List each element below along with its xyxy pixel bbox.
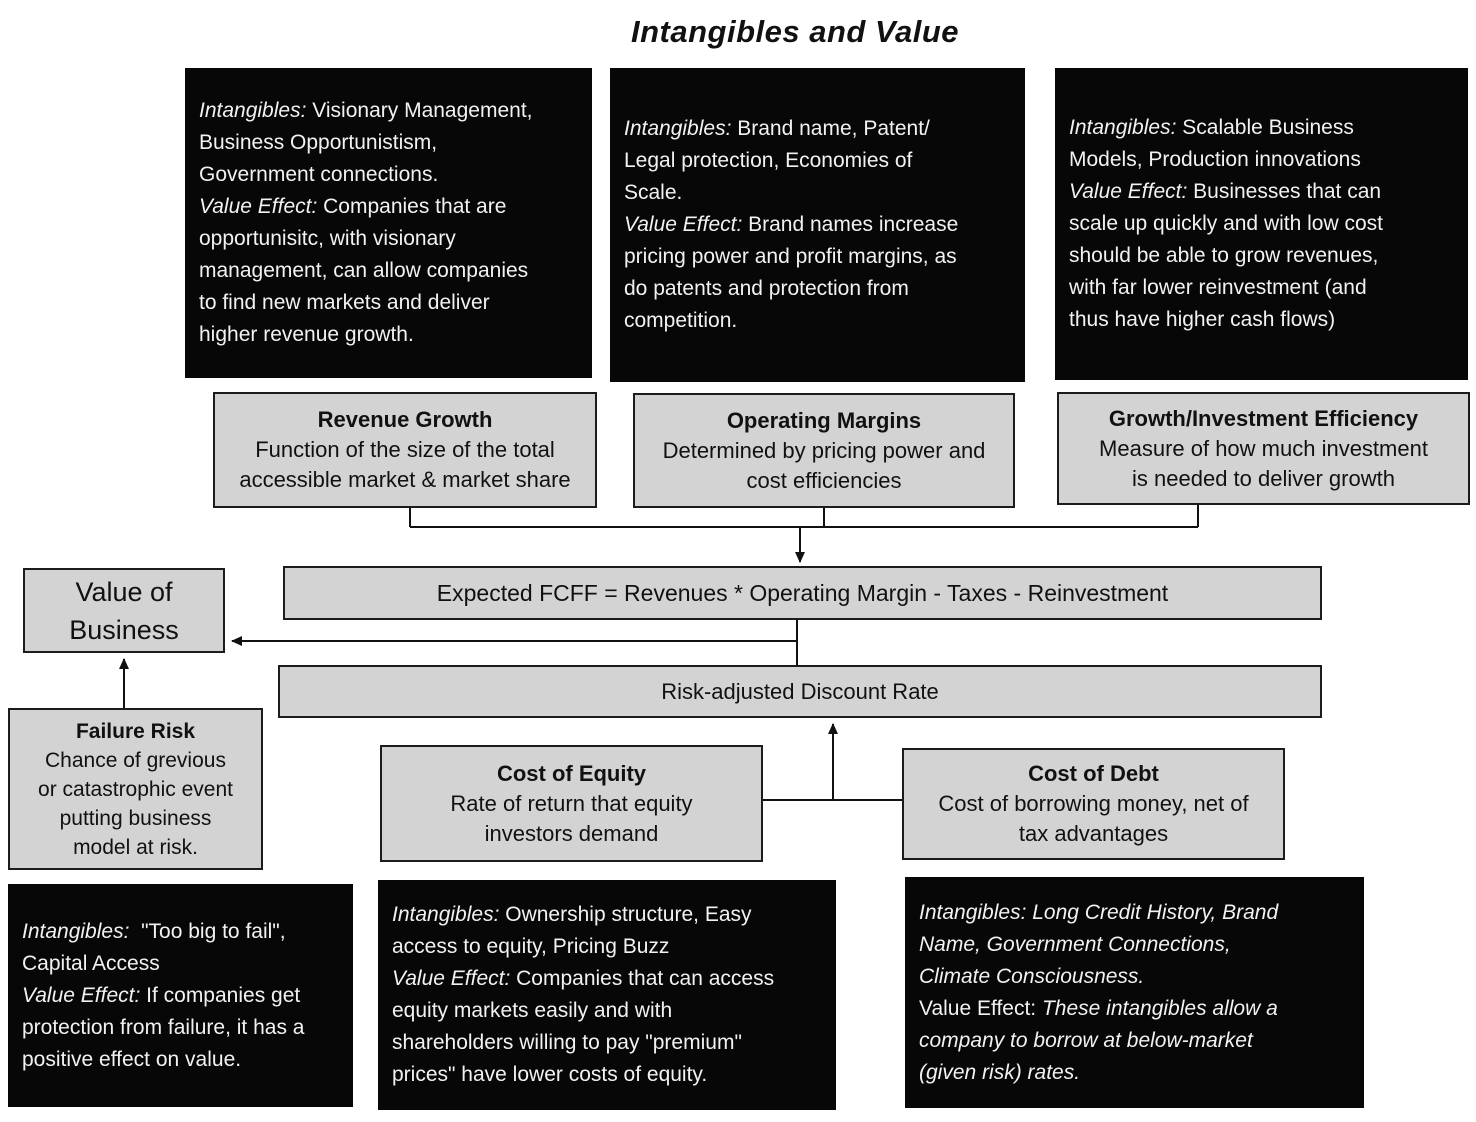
node-value-of-business: Value of Business [23,568,225,653]
node-cost-of-equity-title: Cost of Equity [496,760,647,786]
node-cost-of-debt-body: Cost of borrowing money, net of tax adva… [938,791,1249,846]
note-debt-intangibles-text: Intangibles: Long Credit History, Brand … [919,900,1279,1084]
note-equity-intangibles: Intangibles: Ownership structure, Easy a… [378,880,836,1110]
node-failure-risk-title: Failure Risk [75,719,196,743]
node-discount-rate-label: Risk-adjusted Discount Rate [661,678,939,704]
node-failure-risk-body: Chance of grevious or catastrophic event… [38,748,233,859]
note-debt-intangibles: Intangibles: Long Credit History, Brand … [905,877,1364,1108]
node-growth-efficiency-title: Growth/Investment Efficiency [1108,405,1419,431]
note-failure-intangibles-text: Intangibles: "Too big to fail", Capital … [22,919,305,1071]
node-operating-margins: Operating Margins Determined by pricing … [633,393,1015,508]
node-cost-of-equity-body: Rate of return that equity investors dem… [450,790,693,846]
node-cost-of-debt-title: Cost of Debt [1028,761,1159,786]
node-operating-margins-body: Determined by pricing power and cost eff… [662,437,986,493]
node-revenue-growth: Revenue Growth Function of the size of t… [213,392,597,508]
node-discount-rate: Risk-adjusted Discount Rate [278,665,1322,718]
node-cost-of-debt: Cost of Debt Cost of borrowing money, ne… [902,748,1285,860]
note-failure-intangibles: Intangibles: "Too big to fail", Capital … [8,884,353,1107]
node-expected-fcff-label: Expected FCFF = Revenues * Operating Mar… [436,580,1169,606]
node-growth-efficiency: Growth/Investment Efficiency Measure of … [1057,392,1470,505]
note-revenue-intangibles: Intangibles: Visionary Management, Busin… [185,68,592,378]
note-margin-intangibles-text: Intangibles: Brand name, Patent/ Legal p… [624,117,959,332]
node-value-of-business-label: Value of Business [69,576,179,645]
note-growth-intangibles-text: Intangibles: Scalable Business Models, P… [1069,116,1383,331]
page-title: Intangibles and Value [630,14,960,49]
node-operating-margins-title: Operating Margins [726,407,922,433]
node-revenue-growth-title: Revenue Growth [317,407,493,432]
node-growth-efficiency-body: Measure of how much investment is needed… [1099,435,1428,491]
note-revenue-intangibles-text: Intangibles: Visionary Management, Busin… [199,99,533,346]
node-revenue-growth-body: Function of the size of the total access… [239,437,571,492]
node-expected-fcff: Expected FCFF = Revenues * Operating Mar… [283,566,1322,620]
note-growth-intangibles: Intangibles: Scalable Business Models, P… [1055,68,1468,380]
note-margin-intangibles: Intangibles: Brand name, Patent/ Legal p… [610,68,1025,382]
node-cost-of-equity: Cost of Equity Rate of return that equit… [380,745,763,862]
note-equity-intangibles-text: Intangibles: Ownership structure, Easy a… [392,903,775,1086]
node-failure-risk: Failure Risk Chance of grevious or catas… [8,708,263,870]
